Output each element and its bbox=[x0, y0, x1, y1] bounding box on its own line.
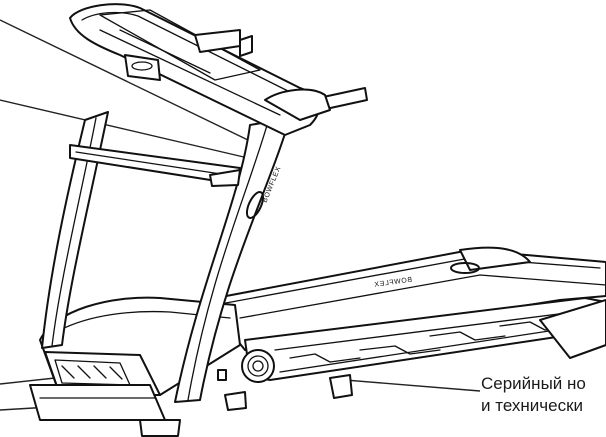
handlebar bbox=[69, 144, 241, 187]
serial-number-callout: Серийный но и технически bbox=[481, 373, 586, 417]
leader-line-handlebar bbox=[0, 99, 249, 159]
console bbox=[69, 3, 331, 136]
motor-hood bbox=[29, 296, 353, 437]
leader-line-console bbox=[0, 19, 251, 142]
right-upright: BOWFLEX bbox=[174, 117, 291, 403]
leader-lines bbox=[0, 19, 481, 411]
callout-line-2: и технически bbox=[481, 396, 584, 415]
running-deck: BOWFLEX bbox=[204, 246, 606, 381]
leader-line-serial bbox=[344, 379, 481, 392]
leader-line-base-upper bbox=[0, 377, 56, 385]
callout-line-1: Серийный но bbox=[481, 374, 586, 393]
